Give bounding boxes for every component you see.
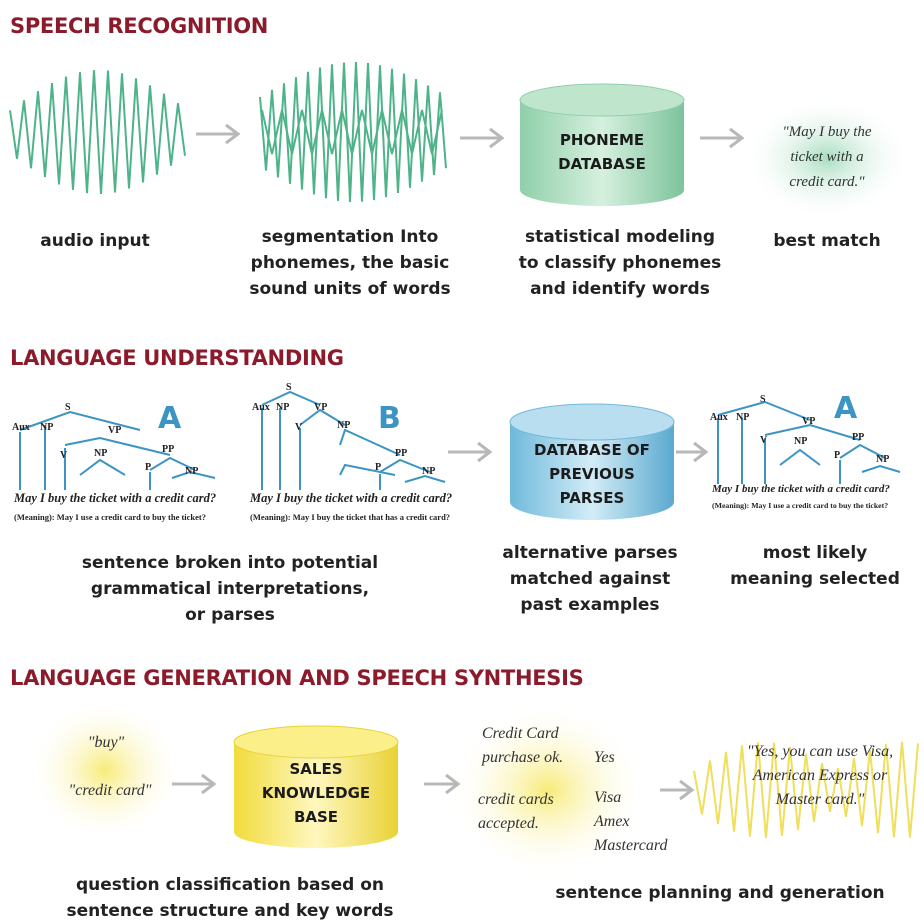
node-p: P xyxy=(145,462,151,473)
node-pp: PP xyxy=(162,444,174,455)
best-match-caption: best match xyxy=(773,231,881,251)
segmentation-waveform xyxy=(259,61,447,202)
node-v: V xyxy=(295,422,303,433)
node-s: S xyxy=(286,382,292,393)
response-waveform xyxy=(693,741,919,839)
tree-c-letter: A xyxy=(834,391,858,426)
classification-caption: question classification based on sentenc… xyxy=(66,875,394,921)
arrow-group xyxy=(172,123,745,801)
node-np: NP xyxy=(337,420,350,431)
node-np: NP xyxy=(736,412,749,423)
node-np: NP xyxy=(876,454,889,465)
arrow-icon xyxy=(676,441,709,463)
keyword-credit-card: "credit card" xyxy=(68,782,152,799)
wave-path xyxy=(693,741,919,839)
parses-db-caption: alternative parses matched against past … xyxy=(502,543,678,615)
best-match-quote: "May I buy the ticket with a credit card… xyxy=(782,124,872,190)
meaning-c: (Meaning): May I use a credit card to bu… xyxy=(712,501,888,510)
sentence-c: May I buy the ticket with a credit card? xyxy=(711,483,890,495)
sentence-b: May I buy the ticket with a credit card? xyxy=(249,491,452,505)
parse-caption: sentence broken into potential grammatic… xyxy=(81,553,379,625)
audio-input-caption: audio input xyxy=(40,231,150,251)
node-vp: VP xyxy=(802,416,815,427)
meaning-a: (Meaning): May I use a credit card to bu… xyxy=(14,512,206,522)
phoneme-database-label: PHONEME DATABASE xyxy=(558,131,646,173)
tree-b-letter: B xyxy=(378,401,401,436)
sentence-a: May I buy the ticket with a credit card? xyxy=(13,491,216,505)
node-v: V xyxy=(60,450,68,461)
node-s: S xyxy=(760,394,766,405)
best-match-glow xyxy=(742,96,912,220)
node-np: NP xyxy=(40,422,53,433)
wave-path xyxy=(9,70,186,195)
wave-path xyxy=(259,61,447,202)
arrow-icon xyxy=(448,441,493,463)
knowledge-base-cylinder xyxy=(233,725,399,848)
node-np: NP xyxy=(276,402,289,413)
section-title-speech-recognition: SPEECH RECOGNITION xyxy=(10,14,269,38)
parses-database-cylinder xyxy=(509,403,675,520)
node-pp: PP xyxy=(395,448,407,459)
arrow-icon xyxy=(660,779,695,801)
keywords-glow xyxy=(27,698,183,842)
parse-tree-b xyxy=(261,390,446,490)
plan-card-list: Visa Amex Mastercard xyxy=(594,789,668,854)
node-np: NP xyxy=(185,466,198,477)
node-np: NP xyxy=(94,448,107,459)
plan-cards: credit cards accepted. xyxy=(478,791,554,832)
arrow-icon xyxy=(700,127,745,149)
parses-database-label: DATABASE OF PREVIOUS PARSES xyxy=(534,441,650,507)
node-v: V xyxy=(760,435,768,446)
plan-yes: Yes xyxy=(594,749,615,766)
planning-glow xyxy=(448,702,648,878)
node-vp: VP xyxy=(108,425,121,436)
segmentation-caption: segmentation Into phonemes, the basic so… xyxy=(249,227,451,299)
node-np: NP xyxy=(794,436,807,447)
parse-tree-c xyxy=(717,400,901,484)
section-title-language-generation: LANGUAGE GENERATION AND SPEECH SYNTHESIS xyxy=(10,666,584,690)
knowledge-base-label: SALES KNOWLEDGE BASE xyxy=(261,760,371,826)
node-p: P xyxy=(375,462,381,473)
keyword-buy: "buy" xyxy=(87,734,125,751)
node-s: S xyxy=(65,402,71,413)
phoneme-database-cylinder xyxy=(519,83,685,206)
arrow-icon xyxy=(424,773,461,795)
arrow-icon xyxy=(460,127,505,149)
arrow-icon xyxy=(172,773,217,795)
result-caption: most likely meaning selected xyxy=(730,543,900,589)
plan-purchase: Credit Card purchase ok. xyxy=(482,725,564,766)
audio-waveform xyxy=(9,70,186,195)
tree-a-letter: A xyxy=(158,401,182,436)
wave-path xyxy=(261,109,443,155)
response-quote: "Yes, you can use Visa, American Express… xyxy=(746,743,894,808)
parse-tree-a xyxy=(19,410,216,490)
node-p: P xyxy=(834,450,840,461)
node-np: NP xyxy=(422,466,435,477)
statistical-modeling-caption: statistical modeling to classify phoneme… xyxy=(518,227,722,299)
arrow-icon xyxy=(196,123,241,145)
planning-caption: sentence planning and generation xyxy=(555,883,885,903)
node-aux: Aux xyxy=(12,422,30,433)
node-aux: Aux xyxy=(710,412,728,423)
meaning-b: (Meaning): May I buy the ticket that has… xyxy=(250,512,450,522)
node-aux: Aux xyxy=(252,402,270,413)
node-pp: PP xyxy=(852,432,864,443)
node-vp: VP xyxy=(314,402,327,413)
section-title-language-understanding: LANGUAGE UNDERSTANDING xyxy=(10,346,344,370)
